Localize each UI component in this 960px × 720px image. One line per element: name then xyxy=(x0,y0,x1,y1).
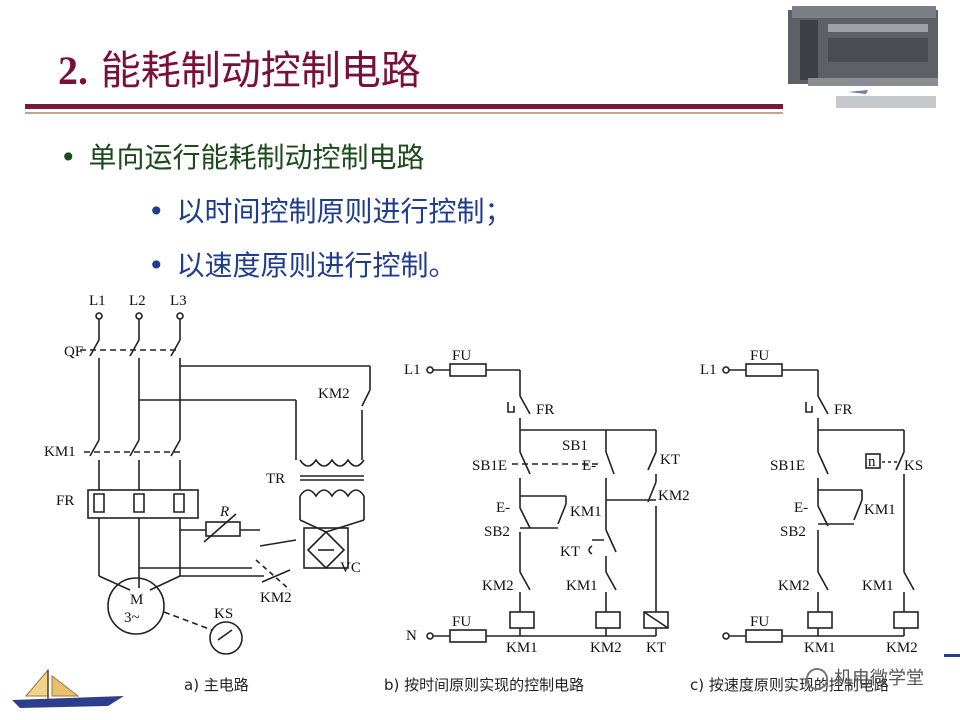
title-number: 2. xyxy=(58,48,88,93)
slide-title: 2. 能耗制动控制电路 xyxy=(58,38,421,96)
svg-text:M: M xyxy=(130,592,143,608)
svg-text:3~: 3~ xyxy=(124,610,140,626)
bullet-sub-2: • 以速度原则进行控制。 xyxy=(148,244,457,284)
corner-accent xyxy=(944,654,960,657)
bullet-text: 以时间控制原则进行控制； xyxy=(176,195,513,228)
svg-text:n: n xyxy=(868,454,876,470)
svg-text:KM1: KM1 xyxy=(862,578,894,594)
title-text: 能耗制动控制电路 xyxy=(100,48,421,94)
svg-text:SB2: SB2 xyxy=(484,524,510,540)
bullet-dot: • xyxy=(60,141,77,174)
svg-text:KM2: KM2 xyxy=(658,488,690,504)
svg-text:KM2: KM2 xyxy=(318,386,350,402)
svg-text:KS: KS xyxy=(214,606,233,622)
svg-text:E-: E- xyxy=(582,458,596,474)
svg-text:KM2: KM2 xyxy=(590,640,622,656)
bullet-dot: • xyxy=(148,249,165,282)
svg-text:KM1: KM1 xyxy=(506,640,538,656)
svg-text:E-: E- xyxy=(794,500,808,516)
main-circuit-diagram: L1 L2 L3 QF KM2 TR VC KM1 FR xyxy=(44,293,371,694)
bullet-main: • 单向运行能耗制动控制电路 xyxy=(60,136,425,176)
bullet-sub-1: • 以时间控制原则进行控制； xyxy=(148,190,513,230)
svg-text:VC: VC xyxy=(340,560,361,576)
svg-text:E-: E- xyxy=(496,500,510,516)
svg-text:SB1: SB1 xyxy=(562,438,588,454)
speed-control-diagram: L1 FU FR SB1E E- SB2 KM1 KM2 n KS xyxy=(690,348,923,694)
svg-text:SB1E: SB1E xyxy=(770,458,805,474)
svg-text:R: R xyxy=(219,504,229,520)
sailboat-logo xyxy=(12,668,124,708)
svg-text:KM1: KM1 xyxy=(864,502,896,518)
svg-text:KM2: KM2 xyxy=(482,578,514,594)
svg-text:KM1: KM1 xyxy=(804,640,836,656)
svg-text:KM1: KM1 xyxy=(44,444,76,460)
svg-text:L3: L3 xyxy=(170,293,187,309)
title-underline xyxy=(25,104,783,109)
title-underline-thin xyxy=(25,112,783,114)
svg-text:L2: L2 xyxy=(129,293,146,309)
bullet-dot: • xyxy=(148,195,165,228)
svg-text:KT: KT xyxy=(560,544,580,560)
svg-text:FU: FU xyxy=(750,348,769,364)
svg-text:L1: L1 xyxy=(700,362,717,378)
svg-text:KT: KT xyxy=(660,452,680,468)
svg-text:SB1E: SB1E xyxy=(472,458,507,474)
svg-text:b) 按时间原则实现的控制电路: b) 按时间原则实现的控制电路 xyxy=(384,676,584,694)
svg-text:KM1: KM1 xyxy=(566,578,598,594)
svg-text:FR: FR xyxy=(834,402,852,418)
svg-text:FR: FR xyxy=(56,493,74,509)
svg-text:a) 主电路: a) 主电路 xyxy=(184,676,249,694)
svg-text:KM2: KM2 xyxy=(778,578,810,594)
bullet-text: 以速度原则进行控制。 xyxy=(176,249,457,282)
svg-text:FU: FU xyxy=(452,614,471,630)
svg-text:TR: TR xyxy=(266,471,285,487)
svg-text:KS: KS xyxy=(904,458,923,474)
plc-device-image xyxy=(788,6,938,108)
svg-text:QF: QF xyxy=(64,344,83,360)
bullet-text: 单向运行能耗制动控制电路 xyxy=(88,141,425,174)
wechat-icon xyxy=(806,668,828,690)
svg-text:FU: FU xyxy=(750,614,769,630)
watermark: 机电微学堂 xyxy=(806,664,924,690)
svg-text:KM2: KM2 xyxy=(260,590,292,606)
svg-text:KT: KT xyxy=(646,640,666,656)
svg-text:KM2: KM2 xyxy=(886,640,918,656)
watermark-text: 机电微学堂 xyxy=(834,668,924,689)
time-control-diagram: L1 FU FR SB1 SB1E E- SB2 KM1 KM2 E xyxy=(384,348,690,694)
svg-text:L1: L1 xyxy=(89,293,106,309)
svg-text:SB2: SB2 xyxy=(780,524,806,540)
svg-text:FR: FR xyxy=(536,402,554,418)
svg-text:c) 按速度原则实现的控制电路: c) 按速度原则实现的控制电路 xyxy=(690,676,889,694)
svg-text:N: N xyxy=(406,628,417,644)
svg-text:FU: FU xyxy=(452,348,471,364)
svg-text:L1: L1 xyxy=(404,362,421,378)
svg-text:KM1: KM1 xyxy=(570,504,602,520)
